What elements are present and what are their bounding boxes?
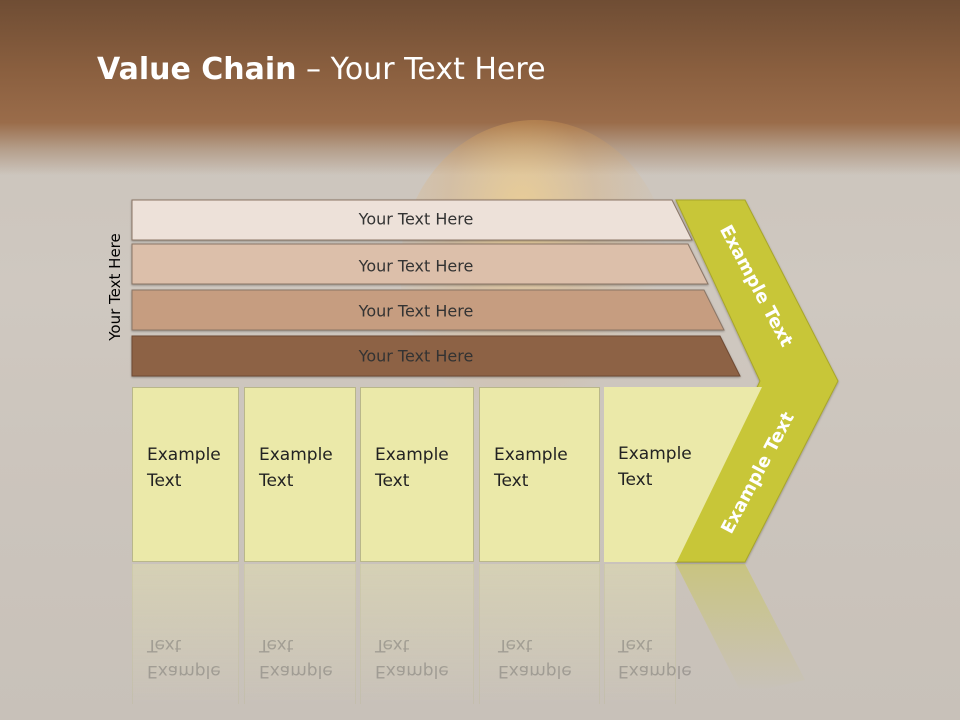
support-row-3 <box>131 289 725 331</box>
activity-box-3: Example Text <box>360 387 474 562</box>
chevron-arrow <box>675 199 839 563</box>
chevron-reflection <box>676 564 805 690</box>
box-text-line2: Text <box>494 471 529 491</box>
row-label-1: Your Text Here <box>358 209 474 229</box>
box-text-line2: Text <box>259 471 294 491</box>
box-text-line2: Text <box>618 470 653 490</box>
box-text-line1: Example <box>618 444 692 464</box>
box-text-line1: Example <box>494 445 568 465</box>
box-text-line2: Text <box>147 471 182 491</box>
box-text-line1: Example <box>147 445 221 465</box>
slide-title: Value Chain – Your Text Here <box>97 52 546 87</box>
box-text-line1: Example <box>259 445 333 465</box>
support-row-4 <box>131 335 741 377</box>
support-row-1 <box>131 199 693 241</box>
activity-box-2: Example Text <box>244 387 356 562</box>
row-label-2: Your Text Here <box>358 256 474 276</box>
row-label-4: Your Text Here <box>358 346 474 366</box>
title-rest: – Your Text Here <box>296 52 546 87</box>
support-row-2 <box>131 243 709 285</box>
title-bold: Value Chain <box>97 52 297 87</box>
box-text-line1: Example <box>375 445 449 465</box>
activity-box-4: Example Text <box>479 387 600 562</box>
row-label-3: Your Text Here <box>358 301 474 321</box>
activity-box-1: Example Text <box>132 387 239 562</box>
box-text-line2: Text <box>375 471 410 491</box>
support-rows <box>131 199 741 377</box>
